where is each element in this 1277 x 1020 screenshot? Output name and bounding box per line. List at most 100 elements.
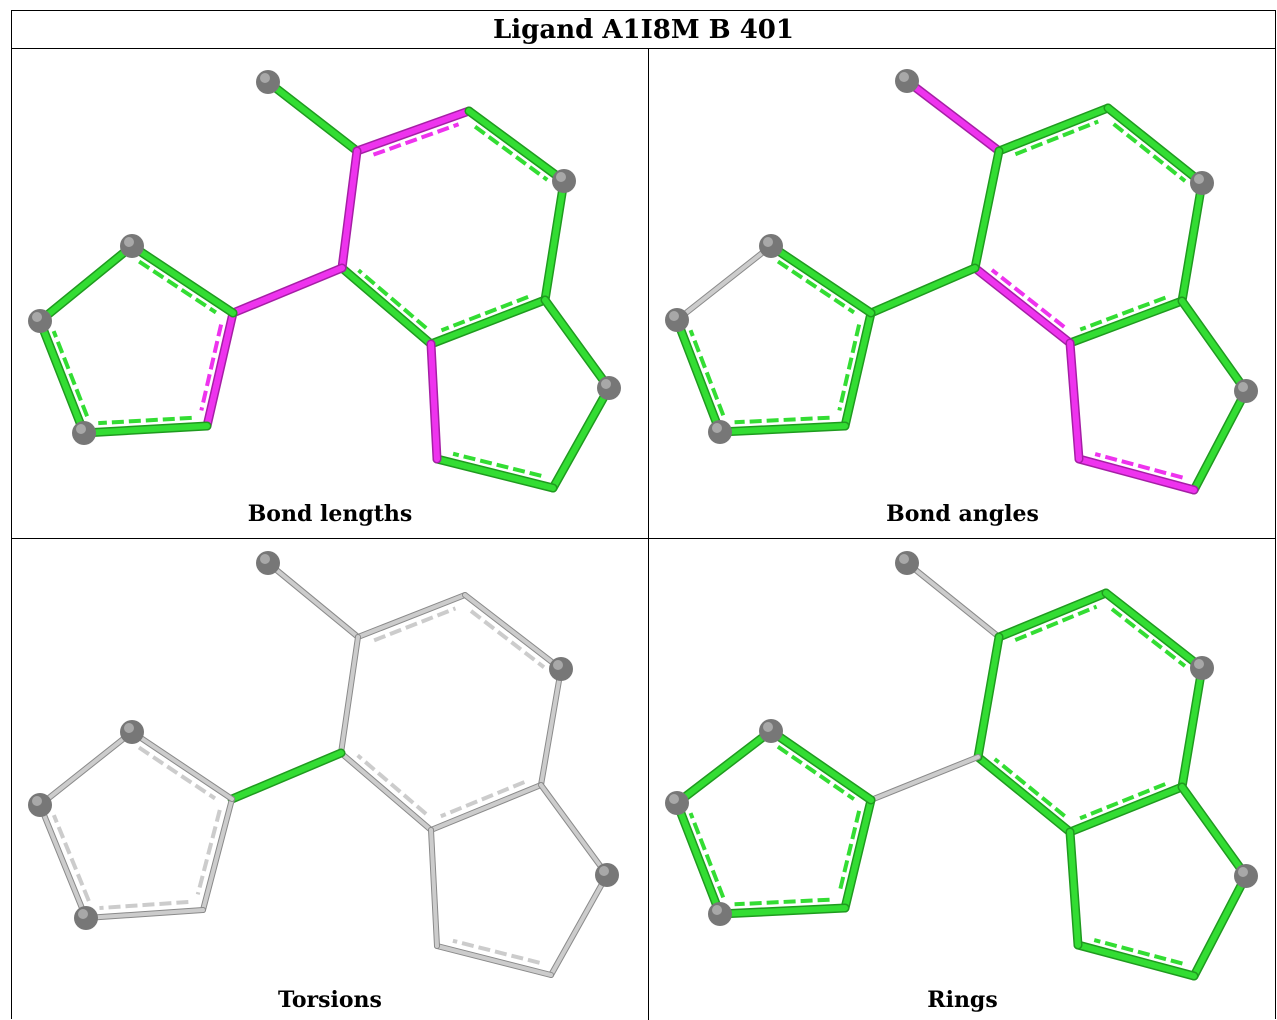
bond-J-F: [1065, 827, 1083, 950]
bond-M-N: [672, 798, 726, 919]
bond-D-E: [1177, 663, 1207, 792]
bond-K-L: [195, 796, 235, 913]
atom-highlight: [712, 423, 722, 433]
atom-highlight: [260, 554, 270, 564]
bond-G-A: [970, 146, 1004, 273]
bond-G-K: [228, 263, 347, 318]
bond-M-N: [672, 315, 726, 437]
bond-B-D: [1101, 588, 1207, 673]
panel-rings: Rings: [649, 539, 1276, 1020]
atom-highlight: [1238, 867, 1248, 877]
bond-E-H: [1177, 296, 1251, 396]
atom-highlight: [124, 723, 134, 733]
bond-G-K: [227, 748, 346, 804]
atom-highlight: [1194, 174, 1204, 184]
bond-I-J: [1073, 938, 1199, 981]
bond-E-F: [1065, 782, 1187, 837]
bond-C-A: [263, 77, 362, 156]
atom-highlight: [32, 796, 42, 806]
bond-G-K: [868, 754, 981, 803]
atom-highlight: [32, 312, 42, 322]
atom-highlight: [669, 311, 679, 321]
bond-I-J: [1074, 452, 1199, 495]
figure-frame: Ligand A1I8M B 401 Bond lengths Bond ang…: [11, 10, 1276, 1020]
bond-B-D: [462, 592, 564, 672]
panel-caption: Bond lengths: [247, 501, 413, 527]
atom-highlight: [763, 722, 773, 732]
bond-J-F: [428, 827, 440, 949]
bond-I-J: [432, 451, 558, 493]
bond-K-L: [199, 308, 238, 431]
bond-H-I: [548, 383, 614, 493]
bond-C-A: [902, 76, 1004, 156]
bond-M-N: [37, 802, 91, 921]
bond-B-D: [464, 106, 569, 186]
bond-L-M: [715, 897, 850, 919]
bond-F-G: [337, 263, 436, 349]
bond-N-O: [37, 729, 135, 808]
bond-L-M: [83, 899, 206, 921]
bond-O-K: [766, 726, 876, 805]
bond-J-F: [426, 339, 442, 464]
bond-E-H: [538, 782, 610, 878]
bond-B-D: [1103, 103, 1207, 188]
bond-E-F: [428, 780, 544, 833]
bond-H-I: [548, 872, 610, 978]
bond-A-B: [994, 103, 1113, 157]
bond-C-A: [904, 560, 1002, 640]
panel-caption: Rings: [927, 987, 998, 1013]
bond-F-G: [338, 750, 434, 833]
bond-E-H: [1177, 782, 1251, 881]
atom-highlight: [899, 72, 909, 82]
bond-K-L: [837, 795, 876, 913]
atom-highlight: [1194, 659, 1204, 669]
atom-highlight: [899, 554, 909, 564]
bond-G-K: [866, 263, 980, 318]
bond-N-O: [672, 726, 776, 808]
bond-G-A: [337, 146, 362, 273]
molecule-rings: [665, 551, 1258, 981]
panel-torsions: Torsions: [12, 539, 649, 1020]
molecule-torsions: [28, 551, 619, 978]
bond-D-E: [1177, 178, 1207, 306]
bond-E-F: [426, 295, 550, 349]
bond-N-O: [674, 243, 774, 323]
bond-F-G: [973, 752, 1075, 837]
bond-O-K: [127, 241, 238, 318]
atom-highlight: [712, 905, 722, 915]
bond-C-A: [265, 560, 361, 640]
bond-N-O: [35, 241, 137, 326]
atom-highlight: [669, 794, 679, 804]
bond-D-E: [538, 666, 564, 788]
atom-highlight: [599, 866, 609, 876]
atom-highlight: [556, 172, 566, 182]
bond-A-B: [994, 588, 1111, 642]
molecule-bond-angles: [665, 69, 1258, 495]
bond-J-F: [1065, 338, 1084, 464]
bond-D-E: [540, 176, 569, 305]
bond-E-H: [540, 295, 614, 393]
bond-H-I: [1189, 871, 1251, 981]
bond-M-N: [35, 316, 89, 438]
panel-bond-lengths: Bond lengths: [12, 49, 649, 539]
figure-title: Ligand A1I8M B 401: [12, 11, 1275, 49]
bond-F-G: [970, 263, 1075, 348]
atom-highlight: [124, 237, 134, 247]
bond-E-F: [1065, 295, 1187, 348]
atom-highlight: [553, 660, 563, 670]
bond-H-I: [1189, 386, 1251, 495]
atom-highlight: [601, 379, 611, 389]
panel-bond-angles: Bond angles: [649, 49, 1276, 539]
panel-caption: Bond angles: [886, 501, 1039, 527]
atom-highlight: [260, 73, 270, 83]
bond-O-K: [129, 729, 235, 802]
panel-caption: Torsions: [278, 987, 382, 1013]
atom-highlight: [76, 424, 86, 434]
atom-highlight: [1238, 382, 1248, 392]
atom-highlight: [763, 237, 773, 247]
bond-K-L: [837, 308, 876, 431]
bond-L-M: [79, 415, 212, 438]
molecule-bond-lengths: [28, 70, 621, 493]
atom-highlight: [78, 909, 88, 919]
bond-G-A: [973, 632, 1004, 762]
